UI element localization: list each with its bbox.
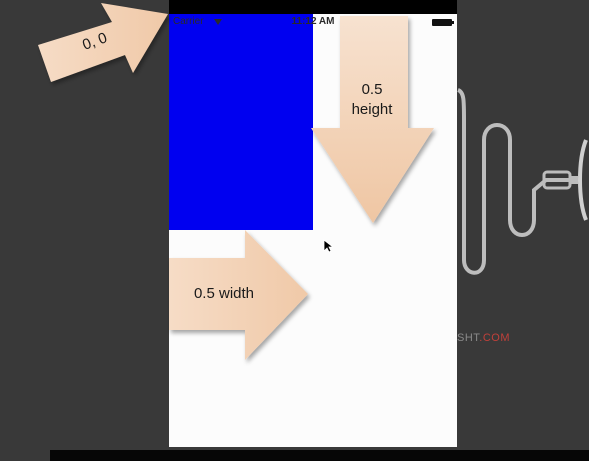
wifi-icon <box>214 19 222 25</box>
phone-screen: Carrier 11:12 AM <box>169 0 457 447</box>
height-label-value: 0.5 <box>361 81 383 98</box>
cursor-icon <box>323 239 333 253</box>
width-label: 0.5 width <box>193 285 255 302</box>
brand-watermark: SHT.COM <box>457 332 511 344</box>
phone-top-bezel <box>169 0 457 14</box>
blue-view <box>169 14 313 230</box>
origin-label: 0, 0 <box>80 29 110 54</box>
status-time: 11:12 AM <box>291 16 335 27</box>
usb-cable-icon <box>457 88 588 275</box>
battery-icon <box>432 19 454 26</box>
height-label-text: height <box>351 101 393 118</box>
status-bar: Carrier 11:12 AM <box>169 14 457 32</box>
height-label: 0.5 height <box>340 80 404 120</box>
video-caption-bar <box>50 450 589 461</box>
carrier-label: Carrier <box>173 16 204 27</box>
